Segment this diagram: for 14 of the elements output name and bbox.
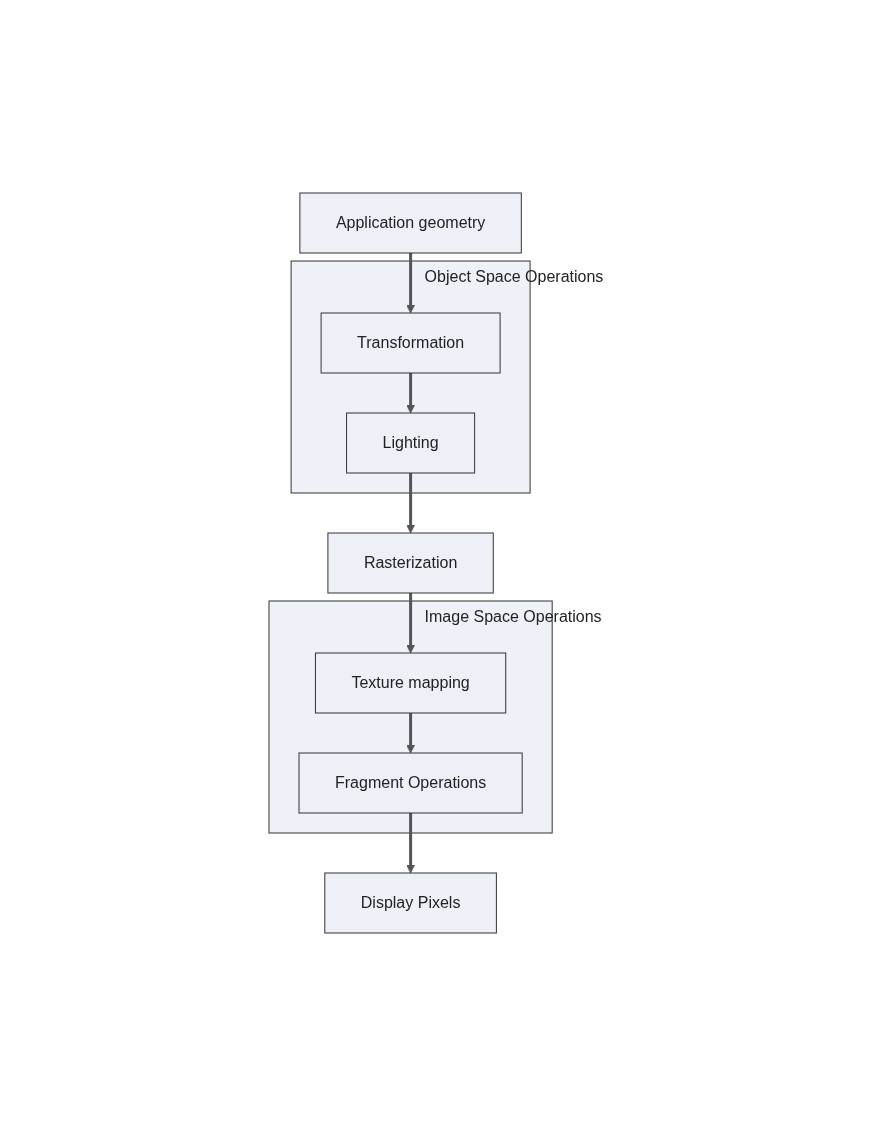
node-box: Application geometry <box>299 192 522 254</box>
node-box: Display Pixels <box>324 872 497 934</box>
arrow <box>406 593 415 654</box>
arrow <box>406 373 415 414</box>
arrow <box>406 713 415 754</box>
node-box: Rasterization <box>327 532 494 594</box>
node-box: Fragment Operations <box>298 752 523 814</box>
node-label: Object Space Operations <box>424 268 604 285</box>
arrow <box>406 253 415 314</box>
arrow <box>406 813 415 874</box>
node-box: Transformation <box>320 312 501 374</box>
arrow <box>406 473 415 534</box>
node-box: Lighting <box>345 412 475 474</box>
node-box: Texture mapping <box>314 652 507 714</box>
